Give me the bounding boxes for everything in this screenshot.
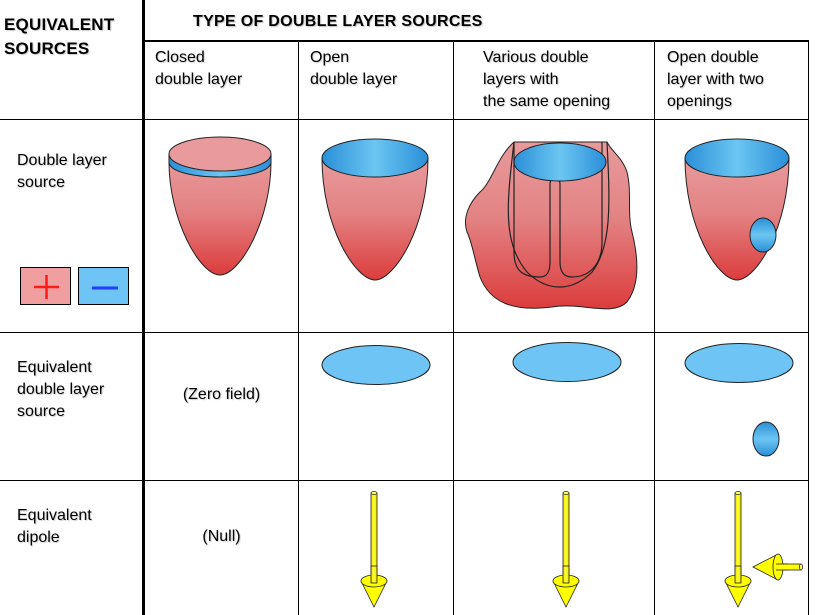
header-title: TYPE OF DOUBLE LAYER SOURCES [193,13,483,30]
two-openings-dipole-arrow [724,491,752,608]
row-rule-1 [0,119,809,120]
row-header-double-layer-source: Double layer source [17,152,107,191]
closed-double-layer-figure [168,136,272,276]
two-openings-equivalent-disc [684,343,794,383]
two-openings-equivalent-small-disc [752,421,780,457]
row-rule-3 [0,480,809,481]
open-double-layer-figure [321,138,429,281]
open-dipole-arrow [360,491,388,608]
open-equivalent-disc [321,345,431,385]
various-dipole-arrow [552,491,580,608]
right-border [808,41,809,615]
main-divider [142,0,145,615]
various-double-layers-figure [465,141,638,310]
col-divider-3 [654,41,655,615]
col-divider-2 [453,41,454,615]
two-openings-figure [684,138,790,281]
col-divider-1 [298,41,299,615]
null-label: (Null) [202,528,241,545]
column-header-open: Open double layer [310,49,398,88]
column-header-closed: Closed double layer [155,49,243,88]
legend-negative [78,267,129,305]
column-header-various: Various double layers with the same open… [483,49,611,110]
header-rule [143,40,809,42]
row-header-equivalent-dipole: Equivalent dipole [17,507,92,546]
zero-field-label: (Zero field) [182,386,261,403]
various-equivalent-disc [512,342,622,382]
two-openings-secondary-dipole-arrow [752,553,803,581]
legend-positive [20,267,71,305]
row-rule-2 [0,332,809,333]
plus-icon [34,275,59,299]
corner-title: EQUIVALENT SOURCES [4,15,115,58]
row-header-equivalent-double-layer: Equivalent double layer source [17,359,105,420]
minus-icon [92,286,118,290]
column-header-two-openings: Open double layer with two openings [667,49,764,110]
